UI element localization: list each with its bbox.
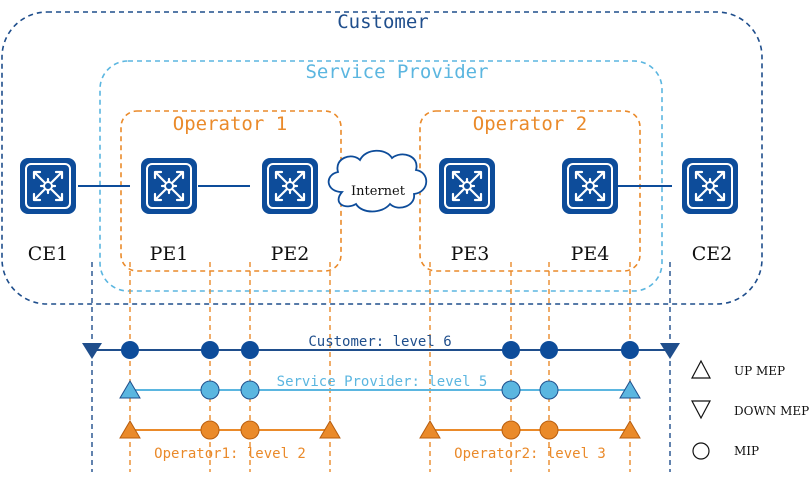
- operator1-level-label: Operator1: level 2: [154, 446, 306, 462]
- internet-label: Internet: [351, 184, 406, 199]
- sp-mip-4-icon: [539, 380, 559, 400]
- op2-mip-2-icon: [539, 420, 559, 440]
- operator2-level-label: Operator2: level 3: [454, 446, 606, 462]
- pe4-up-mep-icon: [619, 380, 641, 399]
- ce1-down-mep-icon: [82, 343, 102, 359]
- pe4-label: PE4: [571, 243, 610, 265]
- op1-up-mep-right-icon: [319, 420, 341, 439]
- pe1-up-mep-icon: [119, 380, 141, 399]
- pe1-customer-mip-icon: [121, 341, 139, 359]
- operator2-domain-title: Operator 2: [473, 113, 587, 135]
- op2-up-mep-left-icon: [419, 420, 441, 439]
- legend: UP MEP DOWN MEP MIP: [691, 359, 809, 460]
- sp-mip-2-icon: [240, 380, 260, 400]
- legend-mip-label: MIP: [734, 444, 759, 458]
- op1-mip-1-icon: [200, 420, 220, 440]
- ce2-down-mep-icon: [660, 343, 680, 359]
- legend-mip-icon: [692, 442, 710, 460]
- pe3-customer-mip-icon: [502, 341, 520, 359]
- pe3-router-icon: [437, 156, 497, 216]
- internet-cloud: Internet: [327, 149, 428, 213]
- ce1-router-icon: [18, 156, 78, 216]
- customer-level-label: Customer: level 6: [308, 334, 451, 350]
- service-provider-domain-box: [99, 60, 663, 292]
- op2-mip-1-icon: [501, 420, 521, 440]
- op1-mip-2-icon: [240, 420, 260, 440]
- op1-up-mep-left-icon: [119, 420, 141, 439]
- pe4-router-icon: [560, 156, 620, 216]
- sp-mip-3-icon: [501, 380, 521, 400]
- operator1-domain-title: Operator 1: [173, 113, 287, 135]
- customer-domain-title: Customer: [337, 11, 429, 33]
- pe2-label: PE2: [271, 243, 310, 265]
- pe1b-customer-mip-icon: [201, 341, 219, 359]
- customer-domain-box: [1, 11, 763, 305]
- ce1-label: CE1: [28, 243, 69, 265]
- pe2-customer-mip-icon: [241, 341, 259, 359]
- operator1-domain-box: [120, 110, 342, 272]
- sp-level-label: Service Provider: level 5: [277, 374, 488, 390]
- op2-up-mep-right-icon: [619, 420, 641, 439]
- pe1-label: PE1: [150, 243, 189, 265]
- pe3b-customer-mip-icon: [540, 341, 558, 359]
- pe2-router-icon: [260, 156, 320, 216]
- pe4-customer-mip-icon: [621, 341, 639, 359]
- legend-up-mep-icon: [691, 359, 711, 379]
- ce2-label: CE2: [692, 243, 733, 265]
- legend-up-mep-label: UP MEP: [734, 364, 785, 378]
- sp-mip-1-icon: [200, 380, 220, 400]
- projection-lines: [91, 262, 671, 472]
- pe3-label: PE3: [451, 243, 490, 265]
- ce2-router-icon: [680, 156, 740, 216]
- pe1-router-icon: [139, 156, 199, 216]
- service-provider-domain-title: Service Provider: [305, 61, 488, 83]
- legend-down-mep-label: DOWN MEP: [734, 404, 809, 418]
- legend-down-mep-icon: [691, 400, 711, 420]
